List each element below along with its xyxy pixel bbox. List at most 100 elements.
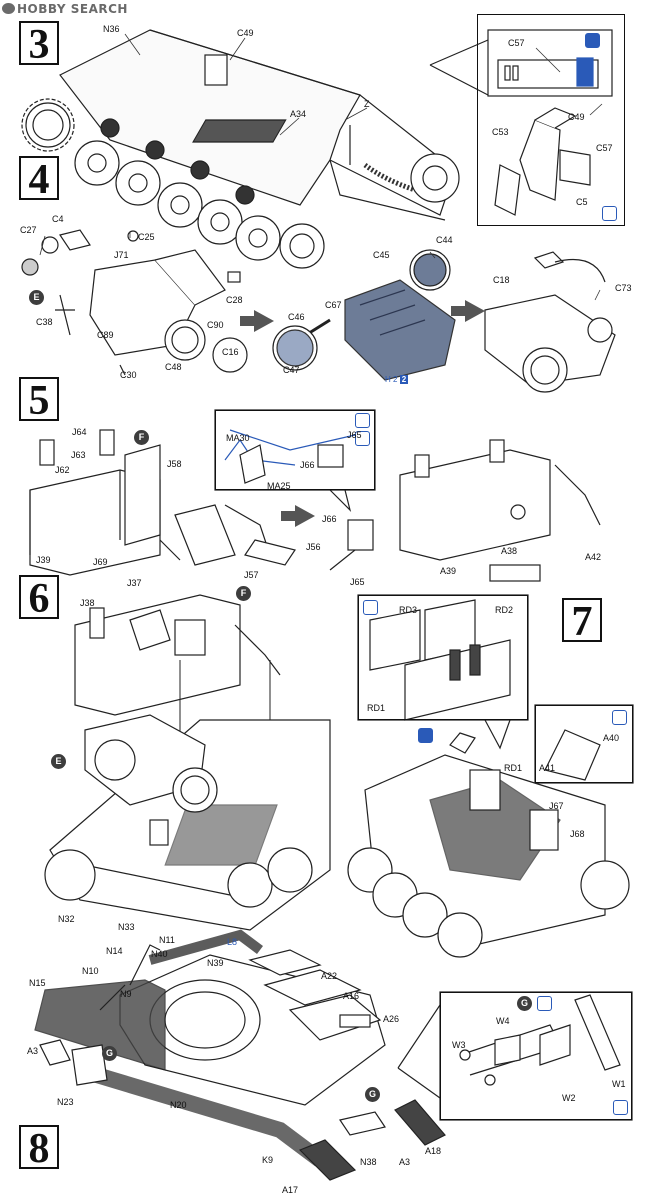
part-label: RD1 bbox=[367, 703, 386, 713]
engine-hull-step6 bbox=[44, 714, 331, 931]
part-label: J37 bbox=[127, 578, 142, 588]
part-label: C48 bbox=[165, 362, 182, 372]
page-reference: H 2 2 bbox=[385, 375, 409, 384]
step-number-6: 6 bbox=[19, 575, 59, 621]
turret-deck-step8 bbox=[34, 929, 446, 1181]
part-label: N40 bbox=[151, 949, 168, 959]
cement-icon bbox=[363, 600, 378, 615]
roadwheels-step3 bbox=[21, 98, 460, 269]
part-label: C38 bbox=[36, 317, 53, 327]
part-label: A26 bbox=[383, 1014, 400, 1024]
part-label: J66 bbox=[300, 460, 315, 470]
subassembly-badge-e: E bbox=[51, 754, 66, 769]
part-label: A42 bbox=[585, 552, 602, 562]
part-label: C67 bbox=[325, 300, 342, 310]
transmission-assembly-blue bbox=[344, 249, 456, 381]
part-label: C45 bbox=[373, 250, 390, 260]
part-label: C46 bbox=[288, 312, 305, 322]
hobby-search-logo-icon bbox=[2, 3, 15, 14]
part-label: K9 bbox=[262, 1155, 274, 1165]
step7-radio-inset bbox=[358, 595, 528, 720]
flow-arrow-icon bbox=[240, 310, 274, 332]
subassembly-badge-e: E bbox=[29, 290, 44, 305]
part-label: N38 bbox=[360, 1157, 377, 1167]
part-label: N9 bbox=[120, 989, 132, 999]
part-label: N32 bbox=[58, 914, 75, 924]
flow-arrow-icon bbox=[281, 505, 315, 527]
cement-icon bbox=[612, 710, 627, 725]
assembled-transmission-step4 bbox=[484, 251, 616, 393]
part-label: W2 bbox=[562, 1093, 576, 1103]
step-number-5: 5 bbox=[19, 377, 59, 423]
engine-compartment-step6 bbox=[74, 594, 281, 716]
step3-detail-inset bbox=[477, 14, 625, 226]
part-label: RD3 bbox=[399, 605, 418, 615]
subassembly-badge-f: F bbox=[236, 586, 251, 601]
hobby-search-watermark: HOBBY SEARCH bbox=[2, 2, 128, 16]
part-label: C25 bbox=[138, 232, 155, 242]
radio-rack-step7 bbox=[369, 599, 511, 721]
part-label: C4 bbox=[52, 214, 64, 224]
part-label: C28 bbox=[226, 295, 243, 305]
part-label: A3 bbox=[27, 1046, 39, 1056]
part-label: A41 bbox=[539, 763, 556, 773]
engine-bulkhead-right-step5 bbox=[399, 439, 601, 582]
part-label: J57 bbox=[244, 570, 259, 580]
part-label: C18 bbox=[493, 275, 510, 285]
part-label: J38 bbox=[80, 598, 95, 608]
cement-icon bbox=[602, 206, 617, 221]
part-label: A39 bbox=[440, 566, 457, 576]
part-label: J68 bbox=[570, 829, 585, 839]
part-label: C57 bbox=[508, 38, 525, 48]
part-label: C27 bbox=[20, 225, 37, 235]
part-label: A17 bbox=[282, 1185, 299, 1195]
hull-interior-step7 bbox=[347, 732, 630, 958]
photo-etch-icon bbox=[537, 996, 552, 1011]
part-label: A16 bbox=[343, 991, 360, 1001]
part-label: N14 bbox=[106, 946, 123, 956]
part-label: J69 bbox=[93, 557, 108, 567]
part-label: J63 bbox=[71, 450, 86, 460]
part-label: C16 bbox=[222, 347, 239, 357]
cement-icon bbox=[613, 1100, 628, 1115]
part-label: N33 bbox=[118, 922, 135, 932]
part-label: J66 bbox=[322, 514, 337, 524]
step-number-7: 7 bbox=[562, 598, 602, 644]
part-label: J65 bbox=[350, 577, 365, 587]
part-label: C44 bbox=[436, 235, 453, 245]
part-label: A34 bbox=[290, 109, 307, 119]
part-label: C49 bbox=[237, 28, 254, 38]
step7-seat-inset bbox=[535, 705, 633, 783]
part-label: J64 bbox=[72, 427, 87, 437]
part-label: J71 bbox=[114, 250, 129, 260]
subassembly-badge-g: G bbox=[517, 996, 532, 1011]
part-label: C49 bbox=[568, 112, 585, 122]
part-label: J67 bbox=[549, 801, 564, 811]
transmission-parts-step4 bbox=[21, 229, 248, 376]
part-label: N10 bbox=[82, 966, 99, 976]
part-label: J56 bbox=[306, 542, 321, 552]
paint-marker-icon bbox=[418, 728, 433, 743]
part-label: N15 bbox=[29, 978, 46, 988]
paint-drop-icon bbox=[355, 431, 370, 446]
part-label: RD2 bbox=[495, 605, 514, 615]
part-label: C53 bbox=[492, 127, 509, 137]
part-label: N36 bbox=[103, 24, 120, 34]
part-label: A40 bbox=[603, 733, 620, 743]
cement-icon bbox=[355, 413, 370, 428]
part-label: A22 bbox=[321, 971, 338, 981]
part-label: MA25 bbox=[267, 481, 291, 491]
part-label: C89 bbox=[97, 330, 114, 340]
part-label: J65 bbox=[347, 430, 362, 440]
subassembly-badge-g: G bbox=[365, 1087, 380, 1102]
step-number-3: 3 bbox=[19, 21, 59, 67]
part-label: RD1 bbox=[504, 763, 523, 773]
part-label: C90 bbox=[207, 320, 224, 330]
part-label: A18 bbox=[425, 1146, 442, 1156]
part-label: N11 bbox=[159, 935, 175, 945]
part-label: A3 bbox=[399, 1157, 411, 1167]
part-label: C47 bbox=[283, 365, 300, 375]
part-label: N39 bbox=[207, 958, 224, 968]
step-number-8: 8 bbox=[19, 1125, 59, 1171]
